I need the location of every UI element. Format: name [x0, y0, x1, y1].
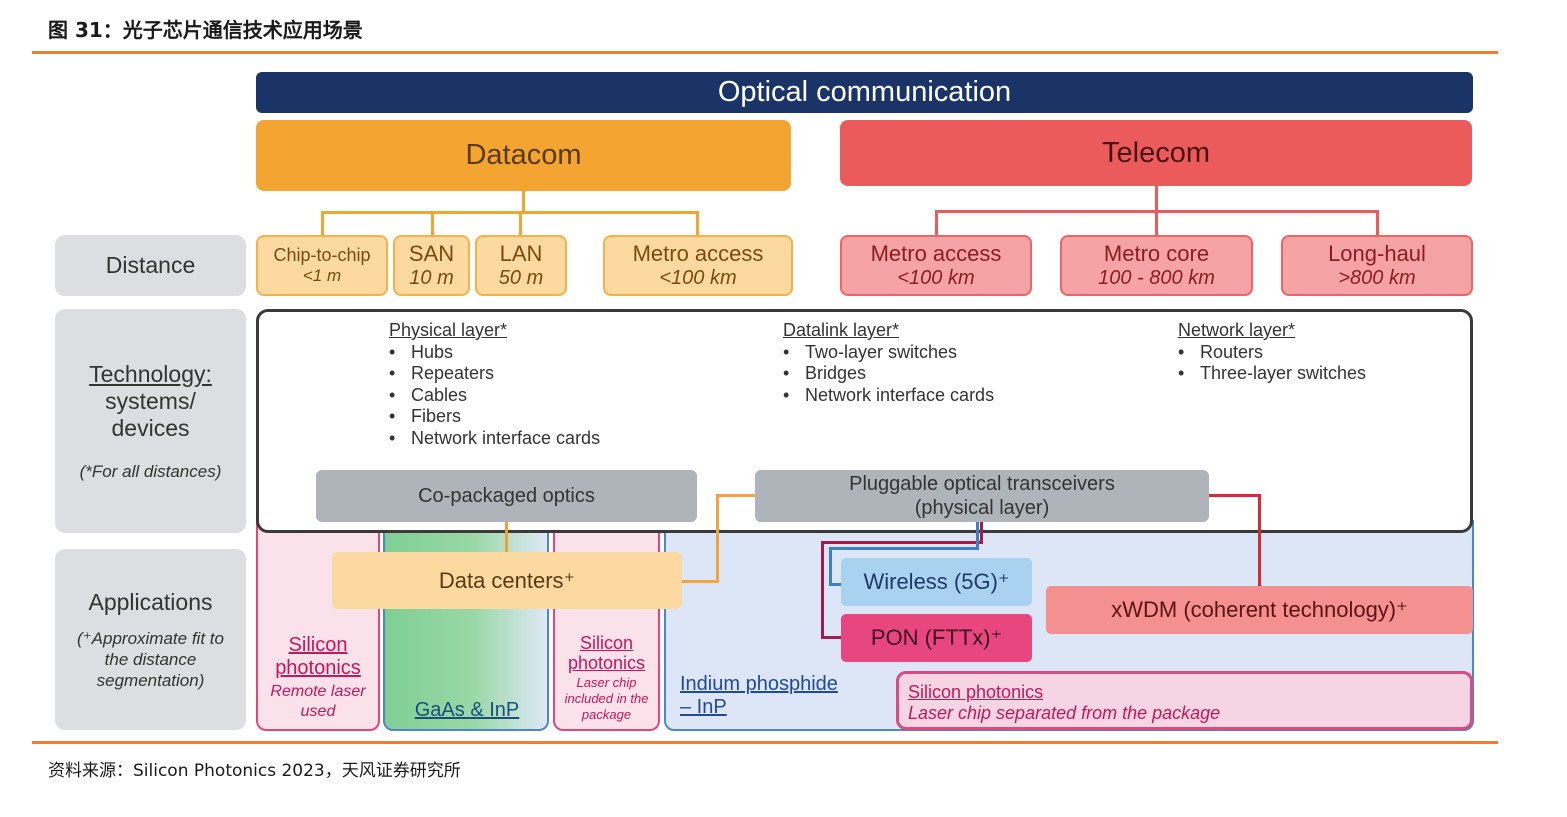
technology-subtitle: systems/ devices — [105, 387, 196, 441]
connector-pluggable-wireless — [829, 583, 841, 586]
connector-pluggable-pon — [980, 522, 983, 544]
telecom-drop — [1376, 210, 1379, 236]
tech-network-layer: Network layer* Routers Three-layer switc… — [1178, 320, 1458, 385]
tech-item: Fibers — [411, 406, 689, 428]
tech-datalink-layer: Datalink layer* Two-layer switches Bridg… — [783, 320, 1083, 406]
inp-line1: Indium phosphide — [680, 673, 838, 695]
connector-pluggable-xwdm — [1208, 494, 1261, 497]
connector-pluggable-wireless — [829, 547, 832, 586]
distance-telecom-metro-access: Metro access <100 km — [840, 235, 1032, 296]
datacom-drop — [431, 211, 434, 236]
xwdm-box: xWDM (coherent technology)⁺ — [1046, 586, 1473, 634]
datacom-drop — [321, 211, 324, 236]
tech-physical-layer: Physical layer* Hubs Repeaters Cables Fi… — [389, 320, 689, 449]
tech-item: Network interface cards — [411, 428, 689, 450]
tech-item: Repeaters — [411, 363, 689, 385]
tech-item: Routers — [1200, 342, 1458, 364]
tech-item: Hubs — [411, 342, 689, 364]
si-included-label: Silicon photonics Laser chip included in… — [555, 633, 658, 723]
pluggable-transceivers-box: Pluggable optical transceivers (physical… — [755, 470, 1209, 522]
connector-pluggable-dc — [681, 580, 719, 583]
connector-pluggable-pon — [821, 636, 841, 639]
connector-pluggable-pon — [821, 541, 824, 639]
datacom-block: Datacom — [256, 120, 791, 191]
connector-cpo-datacenters — [505, 522, 508, 552]
pluggable-line2: (physical layer) — [914, 497, 1050, 519]
top-rule — [32, 51, 1498, 54]
si-included-sub: Laser chip included in the package — [564, 675, 649, 722]
bottom-rule — [32, 741, 1498, 744]
applications-note: (⁺Approximate fit to the distance segmen… — [77, 628, 224, 690]
connector-pluggable-xwdm — [1258, 494, 1261, 586]
si-separated-box: Silicon photonics Laser chip separated f… — [896, 671, 1473, 730]
distance-chip-to-chip: Chip-to-chip <1 m — [256, 235, 388, 296]
tech-item: Cables — [411, 385, 689, 407]
inp-line2: – InP — [680, 696, 727, 718]
telecom-drop — [935, 210, 938, 236]
figure-title: 图 31：光子芯片通信技术应用场景 — [48, 18, 363, 42]
distance-lan: LAN 50 m — [475, 235, 567, 296]
tech-item: Bridges — [805, 363, 1083, 385]
si-separated-title: Silicon photonics — [908, 682, 1044, 702]
co-packaged-optics-box: Co-packaged optics — [316, 470, 697, 522]
row-label-distance: Distance — [55, 235, 246, 296]
distance-metro-core: Metro core 100 - 800 km — [1060, 235, 1253, 296]
connector-pluggable-wireless — [829, 547, 979, 550]
tech-heading: Network layer* — [1178, 320, 1296, 340]
connector-pluggable-dc — [716, 494, 719, 582]
applications-title: Applications — [88, 588, 213, 615]
distance-san: SAN 10 m — [393, 235, 470, 296]
connector-pluggable-wireless — [976, 522, 979, 550]
telecom-drop — [1155, 210, 1158, 236]
distance-datacom-metro-access: Metro access <100 km — [603, 235, 793, 296]
telecom-block: Telecom — [840, 120, 1472, 186]
connector-pluggable-pon — [821, 541, 983, 544]
technology-title: Technology: — [89, 360, 212, 387]
tech-item: Network interface cards — [805, 385, 1083, 407]
datacom-drop — [696, 211, 699, 236]
pluggable-line1: Pluggable optical transceivers — [849, 473, 1115, 495]
datacom-stem — [522, 191, 525, 213]
si-remote-sub: Remote laser used — [270, 683, 366, 720]
si-remote-label: Silicon photonics Remote laser used — [258, 634, 378, 722]
gaas-inp-label: GaAs & InP — [414, 698, 520, 721]
telecom-stem — [1155, 186, 1158, 212]
si-remote-title: Silicon photonics — [275, 634, 361, 679]
tech-item: Three-layer switches — [1200, 363, 1458, 385]
pon-fttx-box: PON (FTTx)⁺ — [841, 614, 1032, 662]
data-centers-box: Data centers⁺ — [332, 552, 682, 609]
row-label-technology: Technology: systems/ devices (*For all d… — [55, 309, 246, 533]
distance-long-haul: Long-haul >800 km — [1281, 235, 1473, 296]
wireless-5g-box: Wireless (5G)⁺ — [841, 558, 1032, 606]
technology-note: (*For all distances) — [79, 461, 222, 481]
si-separated-sub: Laser chip separated from the package — [908, 703, 1221, 723]
connector-pluggable-dc — [716, 494, 756, 497]
tech-heading: Datalink layer* — [783, 320, 900, 340]
source-note: 资料来源：Silicon Photonics 2023，天风证券研究所 — [48, 761, 461, 781]
si-included-title: Silicon photonics — [567, 633, 646, 673]
row-label-applications: Applications (⁺Approximate fit to the di… — [55, 549, 246, 730]
datacom-drop — [519, 211, 522, 236]
header-optical-communication: Optical communication — [256, 72, 1473, 113]
datacom-bus — [321, 211, 699, 214]
tech-heading: Physical layer* — [389, 320, 508, 340]
tech-item: Two-layer switches — [805, 342, 1083, 364]
inp-label: Indium phosphide – InP — [680, 673, 880, 719]
